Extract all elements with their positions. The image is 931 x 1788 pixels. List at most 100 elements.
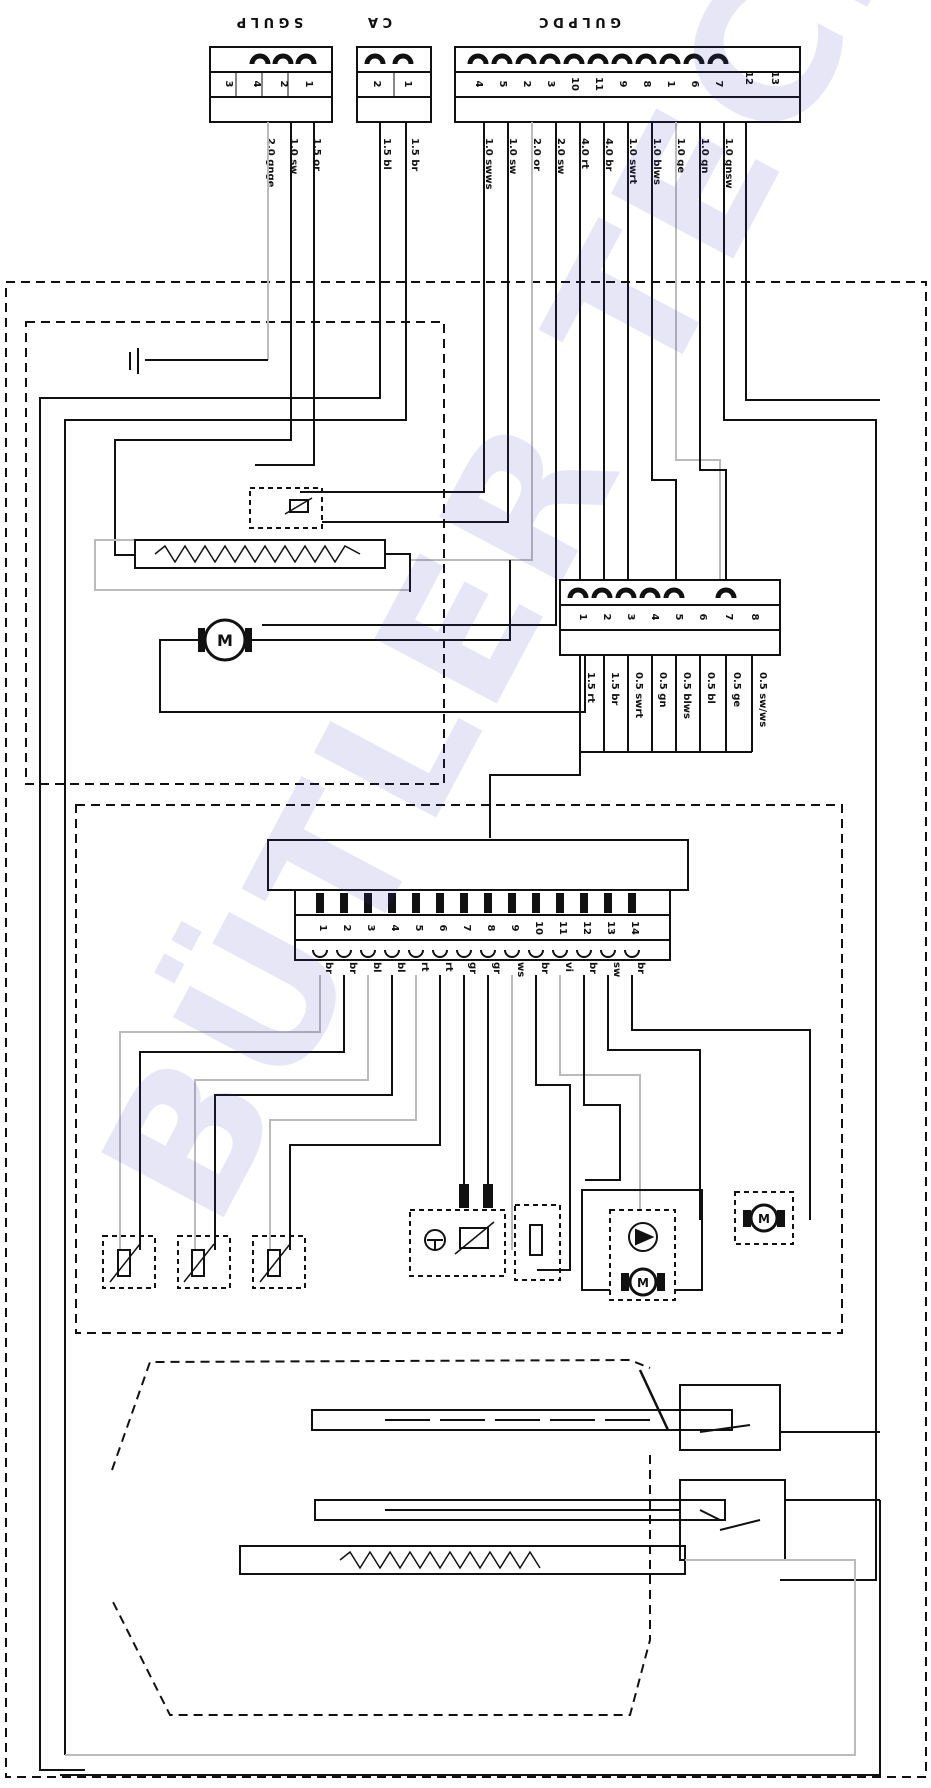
lower-heating-element [65,1545,856,1756]
module-pin-socket [312,949,328,958]
door-switch-upper [311,1369,880,1451]
module-pin-socket [384,949,400,958]
wire-label: 0.5 blws [681,672,692,719]
pin-label: 1 [665,81,676,88]
wire-label: rt [419,962,430,972]
pin-label: 11 [557,921,568,935]
wire-label: 1.0 gnsw [723,138,734,189]
pin-label: 5 [497,81,508,88]
wire-label: 4.0 br [603,138,614,171]
pin-label: 7 [713,81,724,88]
pin-label: 12 [581,921,592,935]
pin-label: 10 [533,921,544,935]
wire-label: 1.0 ge [675,138,686,173]
pin-label: 7 [461,925,472,932]
svg-text:C A: C A [368,14,392,29]
module-pin-blade [340,893,348,913]
wire-label: 1.5 rt [585,672,596,703]
connector-s [209,46,333,123]
harness-wires [489,655,753,838]
pin-label: 3 [365,925,376,932]
pump-assembly [581,1189,703,1301]
fan-motor-label: M [217,631,233,650]
pin-label: 1 [303,81,314,88]
wire-label: sw [611,962,622,977]
module-pin-blade [388,893,396,913]
module-pin-blade [484,893,492,913]
module-pin-blade [412,893,420,913]
pin-label: 9 [617,81,628,88]
wire-label: br [635,962,646,974]
module-pin-socket [480,949,496,958]
pin-label: 1 [402,81,413,88]
pin-label: 11 [593,77,604,91]
svg-text:G U L P D C: G U L P D C [539,14,621,29]
pin-label: 13 [605,921,616,935]
wire-label: 1.5 br [409,138,420,171]
module-pin-socket [552,949,568,958]
module-pin-socket [504,949,520,958]
wire-label: br [347,962,358,974]
wire-d-sw [322,122,509,523]
pin-label: 2 [341,925,352,932]
wire-d-gnsw [723,122,877,1581]
module-pin-socket [432,949,448,958]
module-pin-blade [508,893,516,913]
connector-a-pins: 2 1 [371,81,413,88]
pump-motor-label: M [637,1276,649,1290]
mid-connector-wire-labels: 1.5 rt 1.5 br 0.5 swrt 0.5 gn 0.5 blws 0… [585,672,768,727]
wire-a-br [64,122,407,1755]
module-pin-socket [600,949,616,958]
module-pin-blade [580,893,588,913]
pin-label: 5 [413,925,424,932]
connector-a-title: C A [368,14,392,29]
fan-motor: M [198,618,252,662]
module-pin-blade [604,893,612,913]
pin-label: 2 [521,81,532,88]
solenoid-valve [409,1184,506,1277]
wire-label: bl [371,962,382,973]
wire-label: 1.5 bl [381,138,392,170]
wire-d-blws [651,122,677,580]
wire-label: 0.5 bl [705,672,716,704]
pin-label: 8 [749,614,760,621]
heating-element [134,539,411,592]
fan-motor-wiring [159,560,586,713]
wire-d-gn [699,122,727,580]
pin-label: 5 [673,614,684,621]
wire-label: 2.0 gnge [265,138,276,188]
module-pin-socket [528,949,544,958]
wire-s-or [255,122,315,466]
pin-label: 1 [317,925,328,932]
connector-d-wire-labels: 1.0 swws 1.0 sw 2.0 or 2.0 sw 4.0 rt 4.0… [483,138,734,190]
wire-label: 2.0 or [531,138,542,171]
upper-module-housing [25,321,445,785]
pin-label: 6 [437,925,448,932]
wire-label: 4.0 rt [579,138,590,169]
wire-label: gr [491,962,502,974]
wire-label: 1.0 swws [483,138,494,190]
wire-label: br [323,962,334,974]
thermostat [249,487,323,529]
wire-label: br [539,962,550,974]
wire-label: 0.5 gn [657,672,668,707]
small-motor [734,1191,794,1245]
appliance-housing [5,281,927,1778]
wire-a-bl [39,122,381,1771]
wire-label: 1.0 sw [288,138,299,174]
module-pin-blade [532,893,540,913]
wire-label: vi [563,962,574,972]
module-pin-socket [408,949,424,958]
pin-label: 4 [473,81,484,88]
connector-d-pins: 4 5 2 3 10 11 9 8 1 6 7 12 13 [473,71,780,91]
pin-label: 14 [629,921,640,935]
pin-label: 4 [649,614,660,621]
small-motor-label: M [758,1212,770,1226]
pin-label: 1 [577,614,588,621]
connector-s-wire-labels: 2.0 gnge 1.0 sw 1.5 or [265,138,322,188]
module-pin-socket [624,949,640,958]
wires-top [39,122,880,1771]
